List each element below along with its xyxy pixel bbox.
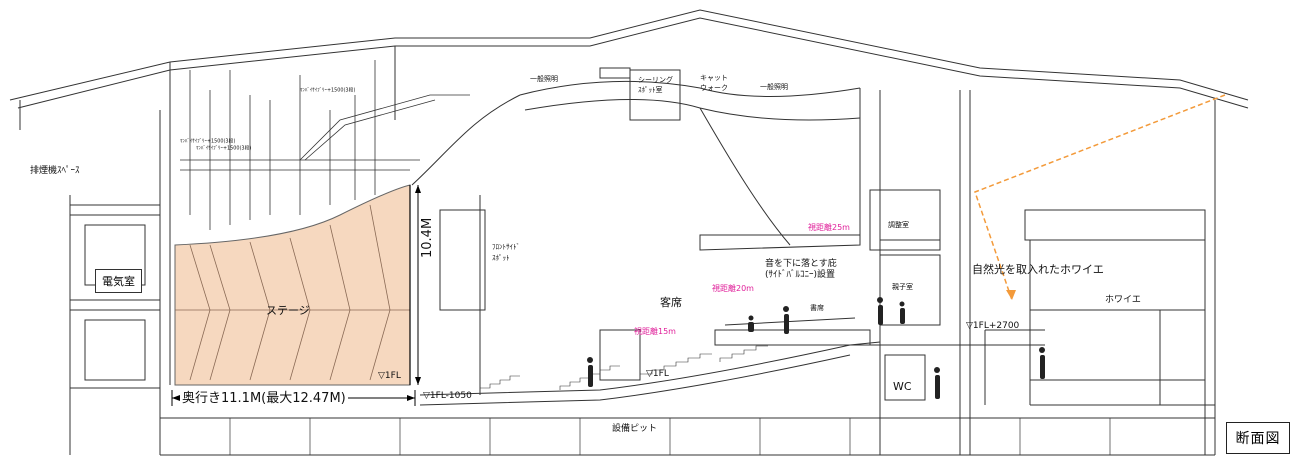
stage-depth-label: 奥行き11.1M(最大12.47M) <box>180 391 348 406</box>
view-distance-15-label: 視距離15m <box>634 327 676 336</box>
raked-floor <box>419 341 881 396</box>
stage-label: ステージ <box>266 304 310 317</box>
smoke-space-label: 排煙機ｽﾍﾟｰｽ <box>30 166 80 176</box>
batten-label-1: ﾏﾝﾊﾞｲｻｲﾌﾞﾘｰ+1500(3段) <box>196 145 252 151</box>
electric-room-label: 電気室 <box>95 269 142 293</box>
control-room-label: 調整室 <box>888 221 909 229</box>
catwalk-label: キャット ウォーク <box>700 74 728 92</box>
stage-volume <box>174 184 411 386</box>
batten-label-2: ﾏﾝﾊﾞｲｻｲﾌﾞﾘｰ+1500(3段) <box>180 138 236 144</box>
wc-label: WC <box>893 380 912 393</box>
view-distance-25-label: 視距離25m <box>808 223 850 232</box>
parent-child-room-label: 親子室 <box>892 283 913 291</box>
sound-note-label: 音を下に落とす庇 (ｻｲﾄﾞﾊﾞﾙｺﾆｰ)設置 <box>765 259 837 281</box>
roof-line <box>9 9 1249 101</box>
ceiling-spot-label: シーリング ｽﾎﾟｯﾄ室 <box>638 76 673 94</box>
foyer-label: ホワイエ <box>1105 295 1141 305</box>
fl-mid-label: ▽1FL <box>646 369 669 379</box>
fl-pit-label: ▽1FL-1050 <box>423 391 472 401</box>
proscenium <box>411 94 521 186</box>
view-distance-20-label: 視距離20m <box>712 284 754 293</box>
front-side-spot-label: ﾌﾛﾝﾄｻｲﾄﾞ ｽﾎﾟｯﾄ <box>492 243 520 263</box>
general-light-right-label: 一般照明 <box>760 83 788 91</box>
fl-foyer-label: ▽1FL+2700 <box>966 321 1020 331</box>
batten-label-3: ﾏﾝﾊﾞｲｻｲﾌﾞﾘｰ+1500(3段) <box>300 87 356 93</box>
general-light-left-label: 一般照明 <box>530 75 558 83</box>
roof-line-inner <box>17 17 1249 109</box>
natural-light-label: 自然光を取入れたホワイエ <box>972 263 1104 276</box>
fl-stage-label: ▽1FL <box>378 371 401 381</box>
stage-height-label: 10.4M <box>420 217 435 258</box>
sunlight-ray <box>974 94 1226 301</box>
audience-label: 客席 <box>660 296 682 309</box>
equipment-pit-label: 設備ピット <box>612 424 658 434</box>
upper-seats-label: 書席 <box>810 304 824 312</box>
drawing-title: 断面図 <box>1226 422 1290 454</box>
